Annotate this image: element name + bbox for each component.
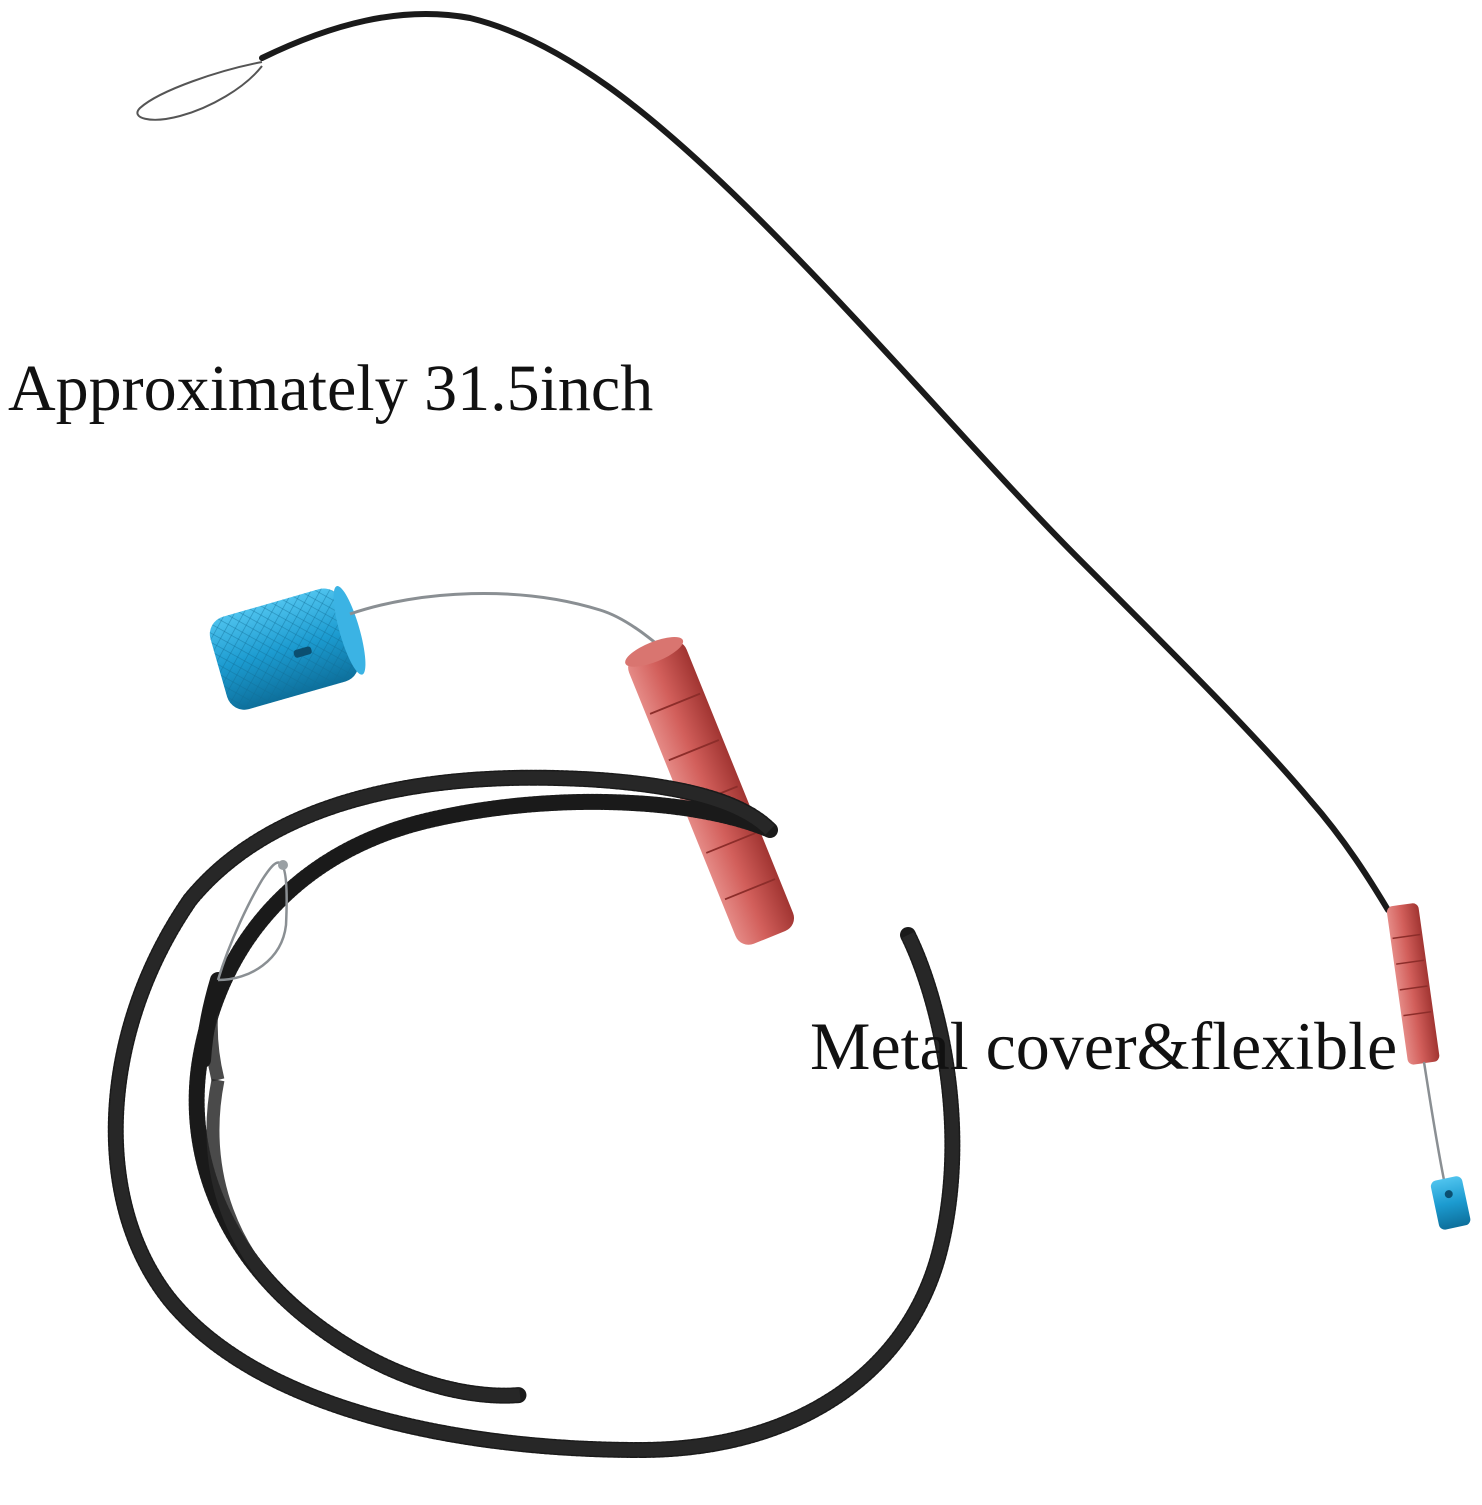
long-pick-steel-wire xyxy=(1422,1061,1446,1181)
coiled-tool-steel-wire xyxy=(349,591,659,647)
long-pick-wire-loop xyxy=(136,61,263,121)
length-caption: Approximately 31.5inch xyxy=(8,352,654,425)
long-pick-blue-knob xyxy=(1430,1176,1471,1230)
coiled-tool-wire-bead xyxy=(278,860,288,870)
coiled-tool-metal-cover xyxy=(107,769,961,1459)
long-pick-red-handle xyxy=(1386,903,1440,1065)
cover-caption: Metal cover&flexible xyxy=(810,1008,1398,1084)
coiled-tool-blue-knob xyxy=(209,586,366,710)
coiled-flexible-tool xyxy=(107,586,961,1459)
long-pick-tool xyxy=(136,11,1471,1230)
long-pick-rod xyxy=(259,11,1391,913)
coiled-tool-inner-end xyxy=(195,972,226,1068)
